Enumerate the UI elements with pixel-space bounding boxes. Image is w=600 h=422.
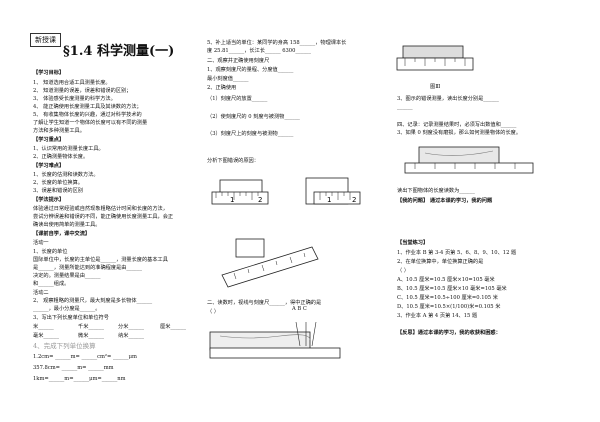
figure-question: 分析下图错误的原因： xyxy=(207,158,259,164)
practice-3: （ ） xyxy=(397,268,410,274)
practice-4: A、10.5 厘米=10.5 厘米×10=105 毫米 xyxy=(397,277,495,283)
guide-3: 确读出使用简单的测量工具。 xyxy=(33,222,101,228)
svg-text:1: 1 xyxy=(327,196,331,204)
svg-text:1: 1 xyxy=(230,196,234,204)
observe-2: 最小刻度值______ xyxy=(207,76,249,82)
unit-cm: 厘米______ xyxy=(160,324,186,330)
unit-m: 米______ xyxy=(33,324,54,330)
figure-3-ruler xyxy=(396,45,474,71)
goal-6: 了解让学生知道一个物体的长度可以有不同的测量 xyxy=(33,120,148,126)
q2-line-1: 2、 观察粗略的测量尺，最大刻度是多长物体______ xyxy=(33,298,153,304)
unit-um: 微米______ xyxy=(78,333,104,339)
activity-2-label: 活动二 xyxy=(33,290,49,296)
unit-dm: 分米______ xyxy=(118,324,144,330)
diff-1: 1、长度的估测和读数方法。 xyxy=(33,172,99,178)
guide-1: 体验通过日常经验或自然现象粗略估计时间和长度的方法， xyxy=(33,206,168,212)
goal-4: 4、 能正确使用长度测量工具及其读数的方法； xyxy=(33,104,142,110)
key-2: 2、正确测量物体长度。 xyxy=(33,154,89,160)
ruler-figure-c xyxy=(221,238,319,288)
unit-mm: 毫米______ xyxy=(33,333,59,339)
goal-5: 5、 有收集物体长度的兴趣，通过对科学技术的 xyxy=(33,112,142,118)
observe-1: 1、观察刻度尺的量程、分度值______ xyxy=(207,67,294,73)
practice-2: 2、在单位换算中，单位换算正确的是 xyxy=(397,259,484,265)
guide-2: 尝试分辨误差和错误的不同，能正确使用长度测量工具，会正 xyxy=(33,214,174,220)
q5-line-2: 度 25.81______，长江长______ 6300______ xyxy=(207,48,311,54)
goal-7: 方法和多种测量工具。 xyxy=(33,128,85,134)
goal-3: 3、 体验感受长度测量的科学方法。 xyxy=(33,96,116,102)
reading-answer-paren: （ ） xyxy=(207,309,220,315)
svg-text:2: 2 xyxy=(258,196,262,204)
guide-heading: 【学法提示】 xyxy=(33,197,65,203)
use-heading: 2、正确使用 xyxy=(207,85,237,91)
diff-heading: 【学习难点】 xyxy=(33,163,65,169)
practice-7: D、10.5 厘米=10.5×(1/100)米=0.105 米 xyxy=(397,304,501,310)
unit-nm: 纳米______ xyxy=(118,333,144,339)
lesson-type-badge: 新授课 xyxy=(30,33,61,47)
reading-ruler-figure xyxy=(404,146,534,174)
conv-2: 357.8cm= ______m= ______mm xyxy=(33,365,114,371)
c3-q3-line-2: ______ xyxy=(397,104,413,110)
activity-heading: 【课前自学，课中交流】 xyxy=(33,231,91,237)
diff-2: 2、长度的单位换算。 xyxy=(33,180,83,186)
c3-q3-line-1: 3、图示的错误测量，读出长度分别是______ xyxy=(397,96,499,102)
read-question: 读出下图物体的长度读数为______ xyxy=(397,188,475,194)
reading-question: 二、读数时，视线与刻度尺______，得中正确的是 xyxy=(207,300,322,306)
q1-line-1: 1、长度的单位 xyxy=(33,249,68,255)
conv-1: 1.2cm= ______m= ______cm²= ______μm xyxy=(33,354,137,360)
practice-8: 3、作业本 A 第 4 页第 14、15 题 xyxy=(397,313,478,319)
practice-6: C、10.5 厘米=10.5÷100 厘米=0.105 米 xyxy=(397,295,498,301)
q2-line-2: ______，最小分度是______。 xyxy=(33,306,101,312)
diff-3: 3、误差和错误的区别 xyxy=(33,188,83,194)
key-1: 1、认识常用的测量长度工具。 xyxy=(33,146,104,152)
section-observe: 二、观察并正确使用刻度尺 xyxy=(207,58,270,64)
q1-line-2: 国际单位中，长度的主单位是______，测量长度的基本工具 xyxy=(33,257,168,263)
ruler-figure-a: 1 2 xyxy=(211,179,269,205)
q4-text: 4、完成下列单位换算 xyxy=(33,342,96,350)
q5-line-1: 5、补上适当的单位：某同学的身高 158______，物理课本长 xyxy=(207,40,347,46)
q1-line-3: 是______，测量所能达到的准确程度是由______ xyxy=(33,265,142,271)
practice-1: 1、作业本 B 第 3-4 页第 5、6、8、9、10、12 题 xyxy=(397,250,517,256)
ruler-reading-figure xyxy=(209,321,341,359)
conv-3: 1km=______m=______μm=______nm xyxy=(33,376,126,382)
q1-line-5: 和______组成。 xyxy=(33,281,70,287)
use-3: （3）刻度尺上的刻度与被测物______ xyxy=(207,131,294,137)
figure-3-label: 图Ⅲ xyxy=(430,84,441,90)
page-title: §1.4 科学测量(一) xyxy=(63,44,175,59)
practice-heading: 【当堂练习】 xyxy=(397,240,429,246)
svg-text:2: 2 xyxy=(352,196,356,204)
use-2: （2）使刻度尺的 0 刻度与被测物______ xyxy=(207,114,300,120)
choice-labels: A B C xyxy=(292,306,307,312)
goals-heading: 【学习目标】 xyxy=(33,70,65,76)
ruler-figure-b: 1 2 xyxy=(305,177,361,205)
key-heading: 【学习重点】 xyxy=(33,137,65,143)
c3-q4-line-2: 3、如果 0 刻度没有磨损，那么如何测量物体的长度。 xyxy=(397,130,522,136)
goal-1: 1、 知道选用合适工具测量长度。 xyxy=(33,80,111,86)
activity-1-label: 活动一 xyxy=(33,240,49,246)
my-question-heading: 【我的问题】 通过本课的学习，我的问题 xyxy=(397,198,493,204)
unit-km: 千米______ xyxy=(78,324,104,330)
practice-5: B、10.5 厘米=10.5 厘米×10 毫米=105 毫米 xyxy=(397,286,507,292)
goal-2: 2、 知道测量的误差，误差和错误的区别； xyxy=(33,88,132,94)
reflection-heading: 【反思】通过本课的学习，我的收获和困惑： xyxy=(397,330,501,336)
q3-text: 3、写出下列长度单位和单位符号 xyxy=(33,315,109,321)
c3-q4-line-1: 四、记录：记录测量结果时，必须写出数值和______ xyxy=(397,122,517,128)
use-1: （1）刻度尺的放置______ xyxy=(207,96,268,102)
q1-line-4: 决定的。测量结果是由______ xyxy=(33,273,101,279)
